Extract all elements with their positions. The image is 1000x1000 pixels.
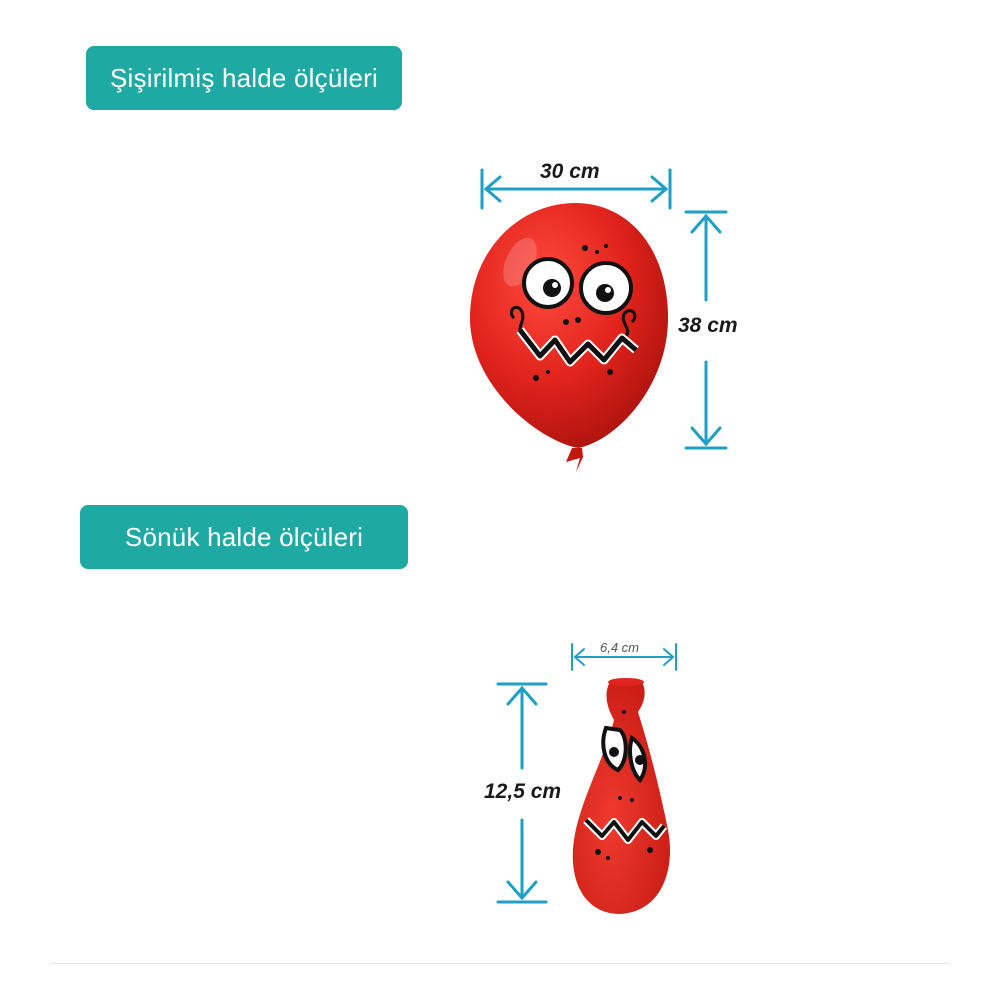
inflated-height-arrow	[684, 210, 728, 450]
inflated-height-label: 38 cm	[678, 314, 738, 337]
footer-divider	[50, 963, 950, 964]
deflated-width-label: 6,4 cm	[600, 640, 640, 655]
deflated-height-label: 12,5 cm	[484, 780, 562, 803]
inflated-size-heading: Şişirilmiş halde ölçüleri	[86, 46, 402, 110]
deflated-height-arrow	[496, 682, 548, 904]
balloon-inflated-icon	[470, 203, 668, 472]
balloon-deflated-icon	[572, 678, 670, 914]
deflated-size-heading: Sönük halde ölçüleri	[80, 505, 408, 569]
inflated-width-label: 30 cm	[540, 160, 600, 183]
deflated-width-arrow	[571, 643, 677, 671]
inflated-width-arrow	[480, 168, 672, 210]
